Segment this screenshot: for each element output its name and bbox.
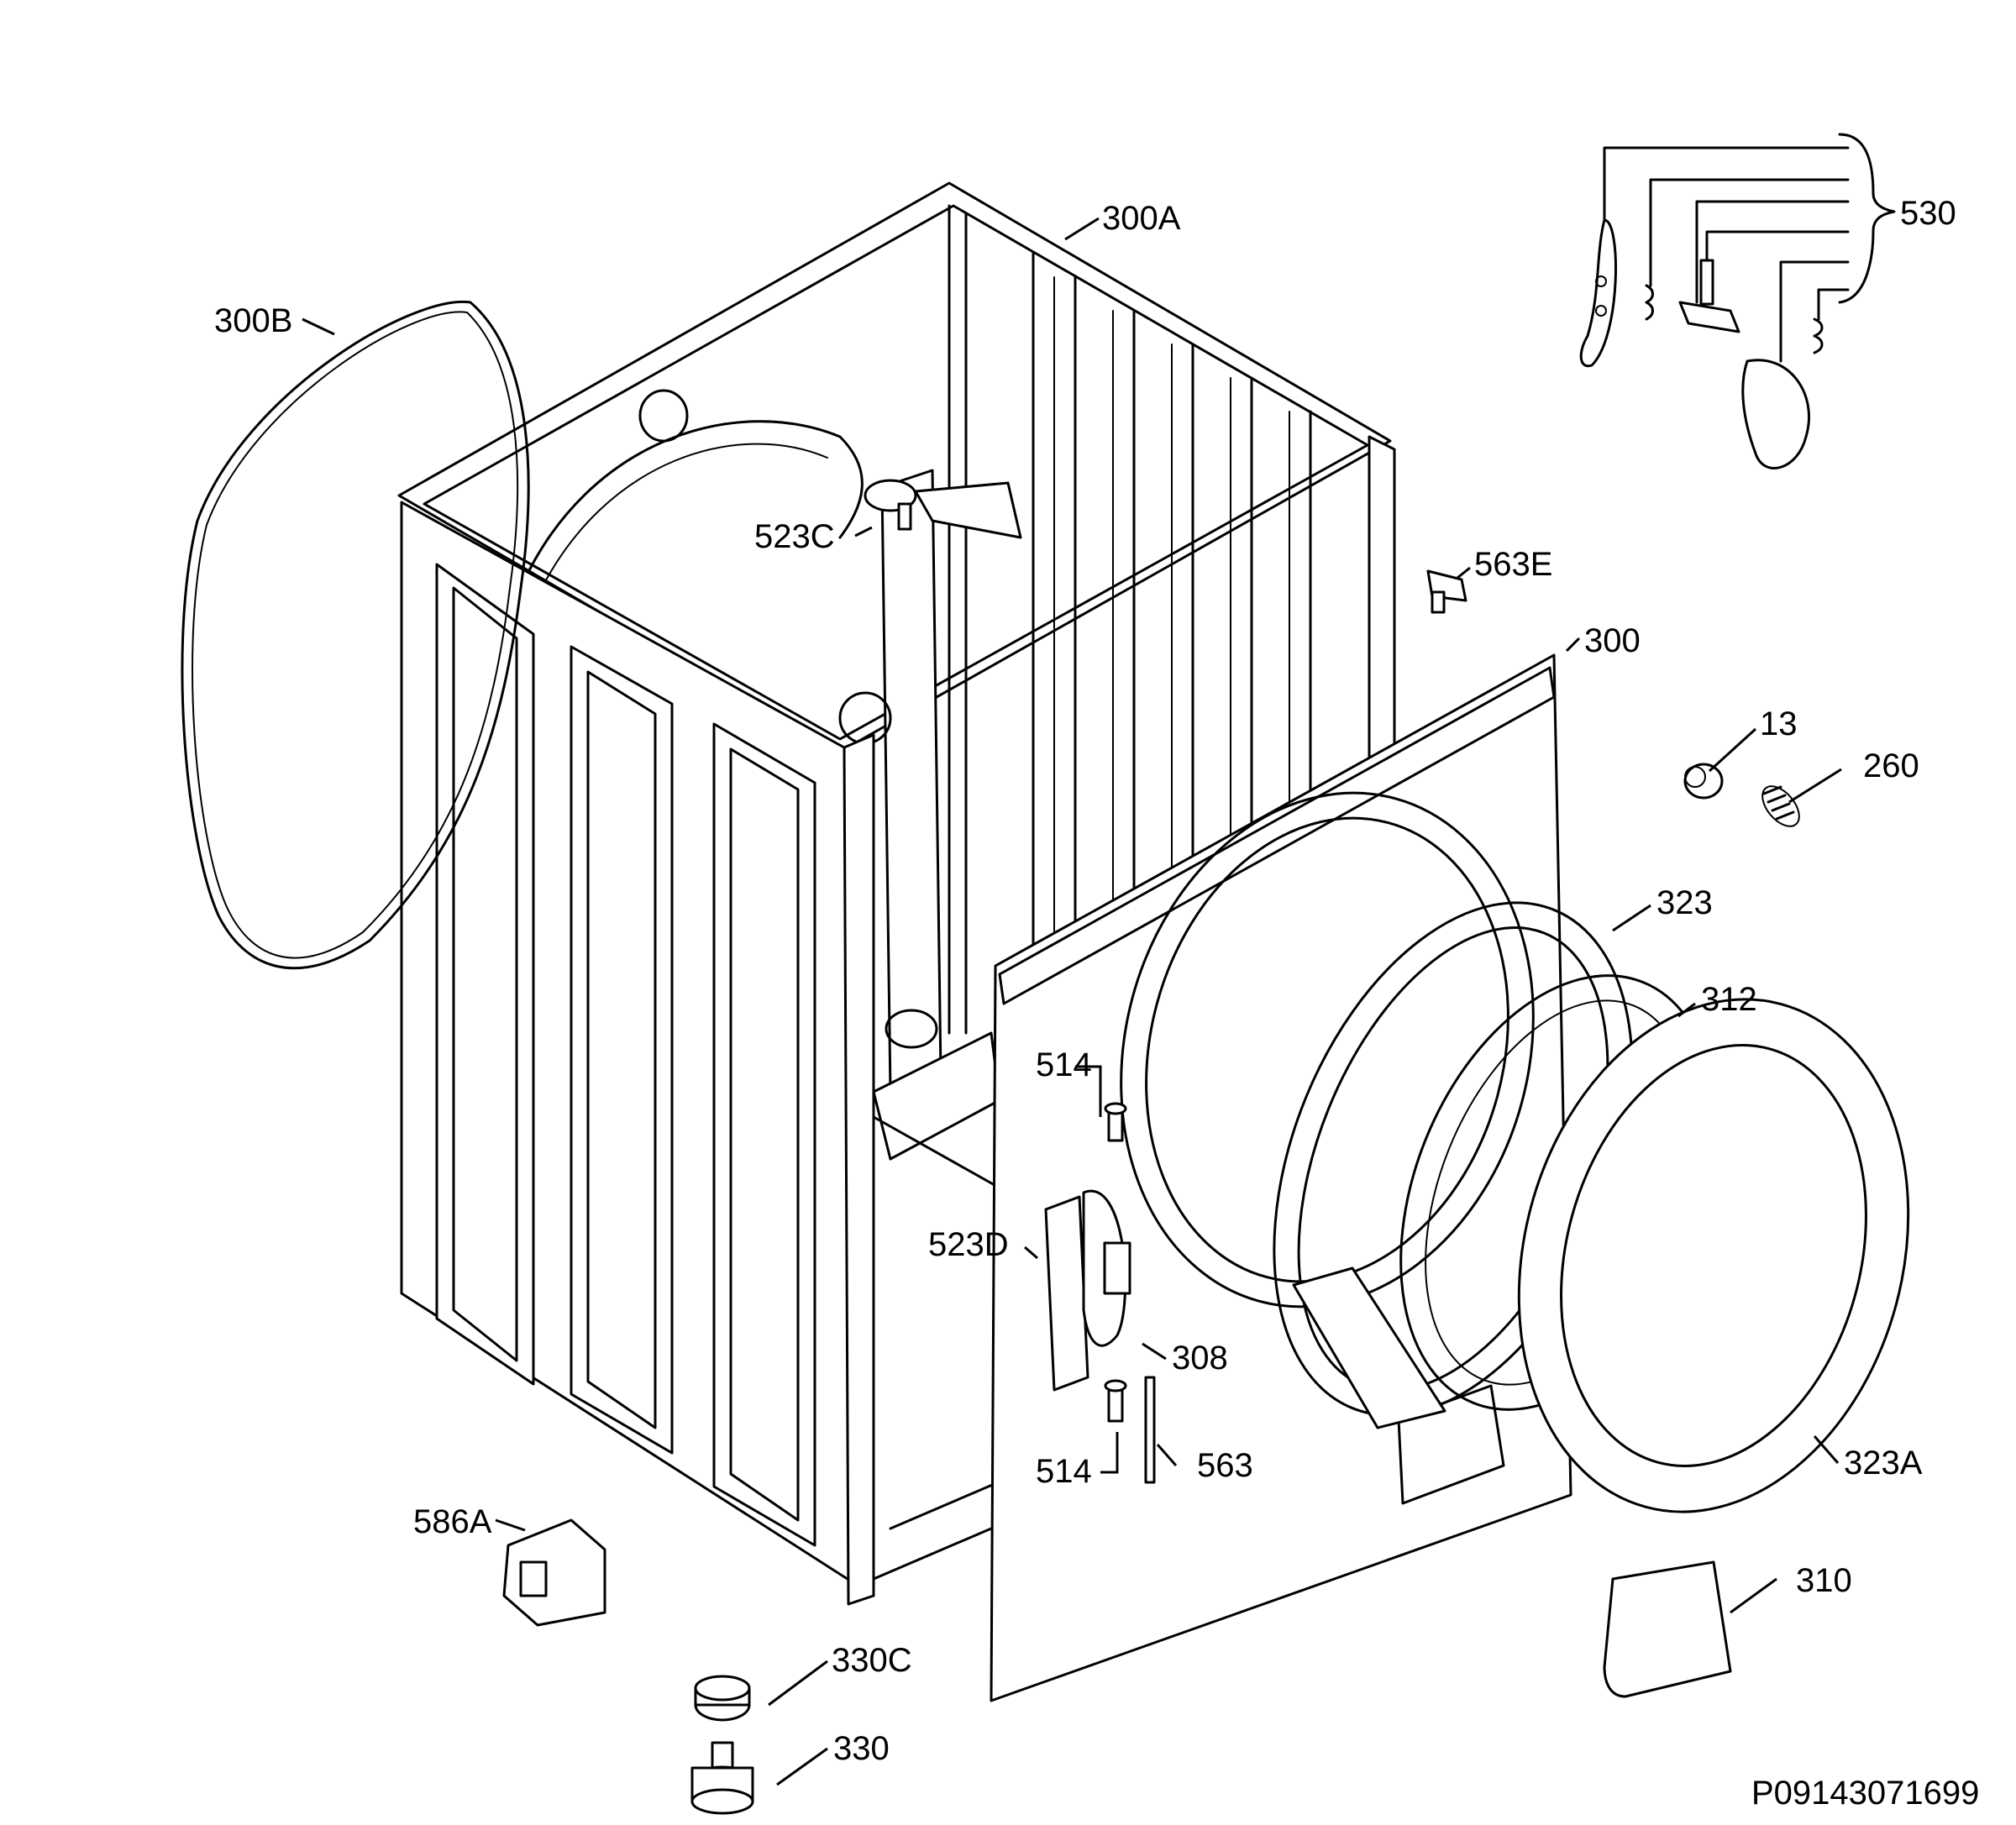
- callout-260: 260: [1863, 747, 1919, 784]
- callout-323: 323: [1656, 884, 1713, 921]
- callout-330: 330: [833, 1730, 890, 1767]
- callout-323A: 323A: [1844, 1445, 1923, 1482]
- callout-514-bottom: 514: [1036, 1453, 1092, 1490]
- part-330C-foot-cap: [694, 1675, 751, 1722]
- reference-code: P09143071699: [1751, 1775, 1979, 1812]
- callout-310: 310: [1796, 1562, 1852, 1599]
- part-514-screw-top: [1104, 1102, 1127, 1142]
- callout-300B: 300B: [214, 302, 292, 339]
- cabinet-frame: [397, 181, 1396, 1581]
- part-323A-door: [1517, 998, 1910, 1513]
- side-panel-left: [400, 501, 875, 1606]
- callout-300A: 300A: [1102, 200, 1181, 237]
- callout-563: 563: [1197, 1447, 1253, 1484]
- part-523C-bracket: [864, 479, 1022, 539]
- callout-300: 300: [1584, 622, 1641, 659]
- callout-530: 530: [1900, 195, 1956, 232]
- callout-13: 13: [1760, 705, 1798, 742]
- part-563-pin: [1144, 1376, 1156, 1484]
- callout-330C: 330C: [832, 1642, 912, 1679]
- part-586A-bracket: [502, 1518, 606, 1627]
- part-514-screw-bottom: [1104, 1379, 1127, 1423]
- callout-308: 308: [1172, 1340, 1228, 1377]
- leader-lines: [302, 217, 1842, 1786]
- part-13-bushing: [1683, 763, 1724, 800]
- part-330-foot: [690, 1741, 754, 1815]
- callout-586A: 586A: [413, 1503, 492, 1540]
- part-300B-seal: [181, 300, 530, 970]
- part-523D-hinge: [1044, 1189, 1131, 1392]
- callout-514-top: 514: [1036, 1046, 1092, 1083]
- part-260-spring: [1761, 785, 1800, 827]
- callout-523D: 523D: [928, 1226, 1009, 1263]
- part-310-cover: [1603, 1560, 1732, 1698]
- callout-563E: 563E: [1474, 546, 1552, 583]
- callout-523C: 523C: [754, 518, 835, 555]
- part-300-front-panel: [990, 653, 1572, 1702]
- part-530-handle-assembly: [1579, 133, 1896, 469]
- callout-312: 312: [1701, 981, 1757, 1018]
- part-563E-clip: [1426, 569, 1467, 614]
